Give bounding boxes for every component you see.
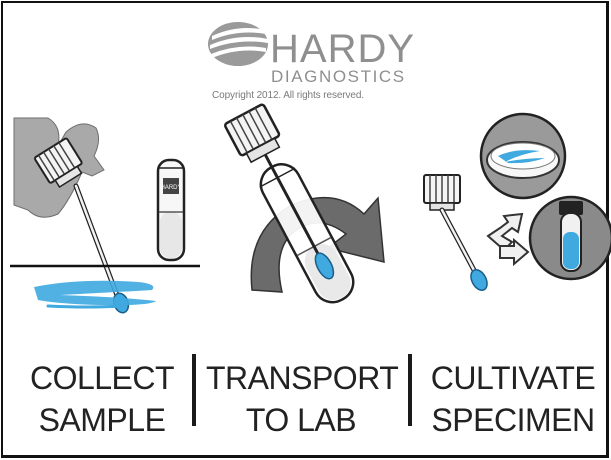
step-caption-cultivate: CULTIVATE SPECIMEN bbox=[424, 357, 602, 441]
swab-icon bbox=[423, 174, 488, 292]
hardy-logo-icon bbox=[208, 22, 268, 66]
step-caption-collect: COLLECT SAMPLE bbox=[22, 357, 182, 441]
split-arrow-icon bbox=[486, 212, 530, 267]
caption-divider bbox=[408, 354, 412, 426]
caption-line: SAMPLE bbox=[38, 402, 166, 438]
step-caption-transport: TRANSPORT TO LAB bbox=[206, 357, 399, 441]
caption-line: TO LAB bbox=[245, 402, 357, 438]
caption-line: SPECIMEN bbox=[431, 402, 595, 438]
broth-tube-icon bbox=[528, 195, 611, 281]
transport-illustration bbox=[224, 103, 385, 304]
copyright-text: Copyright 2012. All rights reserved. bbox=[212, 90, 365, 101]
collect-illustration: HARDY bbox=[10, 117, 200, 314]
brand-name: HARDY bbox=[270, 27, 415, 71]
tube-cap-icon bbox=[224, 103, 281, 164]
cultivate-illustration bbox=[423, 112, 611, 292]
swab-cap-icon bbox=[34, 137, 83, 189]
caption-line: CULTIVATE bbox=[430, 360, 596, 396]
tube-label: HARDY bbox=[160, 185, 181, 191]
brand-subtitle: DIAGNOSTICS bbox=[271, 67, 406, 86]
caption-line: TRANSPORT bbox=[206, 360, 399, 396]
caption-line: COLLECT bbox=[29, 360, 175, 396]
transport-tube-icon: HARDY bbox=[156, 158, 186, 262]
caption-divider bbox=[192, 354, 196, 426]
petri-dish-icon bbox=[479, 112, 567, 200]
